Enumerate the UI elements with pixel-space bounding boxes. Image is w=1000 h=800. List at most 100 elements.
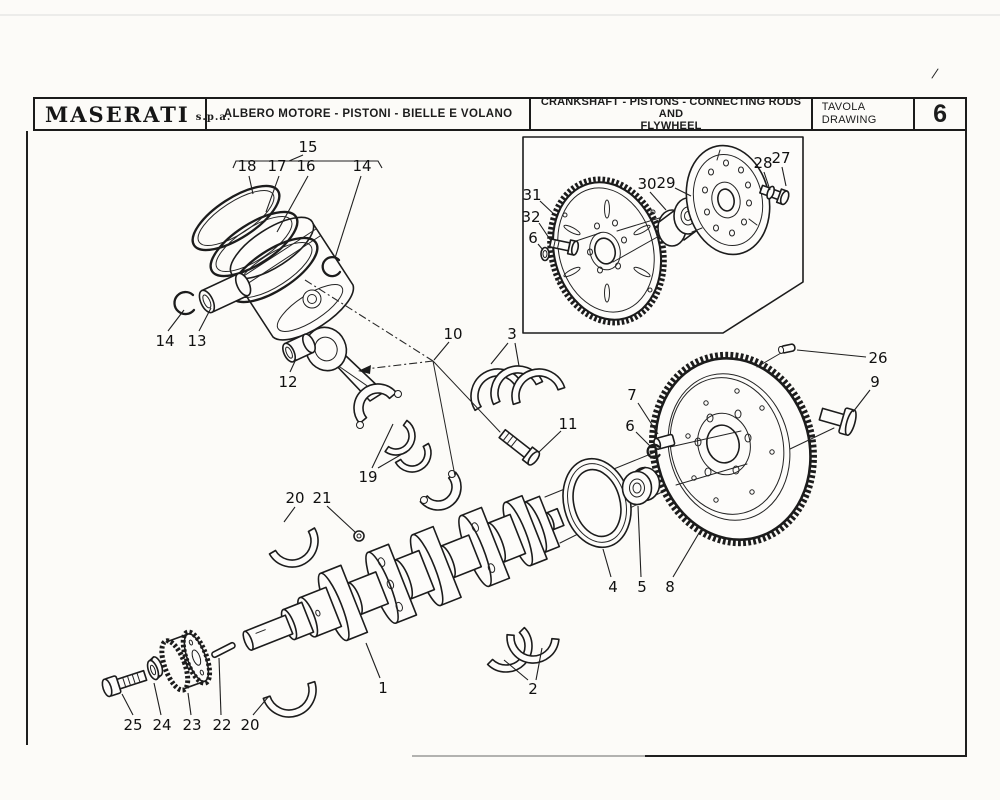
callout-leader xyxy=(538,430,562,453)
part-number-label: 9 xyxy=(870,373,880,391)
callout-leader xyxy=(326,505,356,533)
flywheel-bolt xyxy=(818,407,857,436)
part-number-label: 19 xyxy=(358,468,377,486)
callout-fan xyxy=(304,279,501,477)
part-number-label: 28 xyxy=(753,154,772,172)
callout-leader xyxy=(503,659,529,681)
callout-leader xyxy=(218,657,222,716)
callout-leader xyxy=(153,682,162,716)
main-bearing-shell-upper xyxy=(268,527,319,568)
callout-leader xyxy=(538,222,552,242)
callout-leader xyxy=(377,449,410,469)
callout-leader xyxy=(365,642,381,679)
part-number-label: 29 xyxy=(656,174,675,192)
title-block: MASERATI s.p.a. ALBERO MOTORE - PISTONI … xyxy=(33,96,967,132)
callout-leader xyxy=(539,200,558,218)
part-number-label: 23 xyxy=(182,716,201,734)
callout-leader xyxy=(674,187,692,197)
title-english-line2: FLYWHEEL xyxy=(640,120,702,132)
connecting-rod xyxy=(304,326,402,429)
small-end-bush xyxy=(282,333,316,363)
callout-leader xyxy=(248,175,254,195)
callout-leader xyxy=(649,191,667,211)
inset-axis-line xyxy=(616,215,667,232)
part-number-label: 1 xyxy=(378,679,388,697)
flywheel xyxy=(649,351,817,547)
wrist-pin xyxy=(198,272,252,314)
part-number-label: 6 xyxy=(528,229,538,247)
part-number-label: 25 xyxy=(123,716,142,734)
callout-leader xyxy=(781,166,787,187)
part-number-label: 17 xyxy=(267,157,286,175)
callout-leader xyxy=(121,693,134,716)
gear-washer xyxy=(146,656,164,681)
callout-leader xyxy=(187,692,192,716)
callout-leader xyxy=(276,175,309,233)
title-english: CRANKSHAFT - PISTONS - CONNECTING RODS A… xyxy=(529,96,811,132)
part-number-label: 30 xyxy=(637,175,656,193)
callout-leader xyxy=(537,243,544,251)
title-english-line1: CRANKSHAFT - PISTONS - CONNECTING RODS A… xyxy=(540,96,802,120)
part-number-label: 12 xyxy=(278,373,297,391)
thrust-half-rings xyxy=(470,365,566,412)
main-bearing-shell-pair-right xyxy=(506,633,560,664)
brand-cell: MASERATI s.p.a. xyxy=(35,99,230,129)
brand-logo: MASERATI xyxy=(45,101,190,127)
brand-suffix: s.p.a. xyxy=(195,112,232,123)
retaining-ring xyxy=(646,443,661,459)
gear-bolt xyxy=(101,669,148,698)
part-number-label: 14 xyxy=(155,332,174,350)
part-number-label: 5 xyxy=(637,578,647,596)
callout-leader xyxy=(288,154,304,162)
woodruff-key xyxy=(211,641,236,659)
axis-line xyxy=(789,427,835,450)
callout-leader xyxy=(167,309,185,332)
callout-leader xyxy=(852,389,871,413)
part-number-label: 3 xyxy=(507,325,517,343)
callout-leader xyxy=(535,647,543,681)
crank-plug-hole xyxy=(356,533,362,539)
ring-gear-dowel xyxy=(777,343,796,354)
part-number-label: 15 xyxy=(298,138,317,156)
callout-leader xyxy=(490,342,509,365)
axis-line xyxy=(756,352,782,368)
callout-leader xyxy=(763,171,771,191)
callout-leader xyxy=(289,358,297,373)
part-number-label: 4 xyxy=(608,578,618,596)
part-number-label: 26 xyxy=(868,349,887,367)
callout-leader xyxy=(334,175,362,259)
part-number-label: 31 xyxy=(522,186,541,204)
rod-cap xyxy=(419,471,462,511)
callout-leader xyxy=(637,505,642,578)
inset-bolt xyxy=(548,238,580,256)
part-number-label: 21 xyxy=(312,489,331,507)
part-number-label: 20 xyxy=(285,489,304,507)
main-bearing-shell-lower xyxy=(262,680,317,718)
callout-leader xyxy=(265,175,280,213)
callout-leader xyxy=(672,532,700,578)
part-number-label: 18 xyxy=(237,157,256,175)
rod-bolt xyxy=(498,428,541,466)
circlip-left xyxy=(173,290,196,316)
part-number-label: 13 xyxy=(187,332,206,350)
callout-leader xyxy=(602,548,612,578)
rod-bearing-shells xyxy=(384,419,432,473)
part-number-label: 32 xyxy=(521,208,540,226)
part-number-label: 24 xyxy=(152,716,171,734)
callout-leader xyxy=(232,160,383,169)
crankshaft xyxy=(242,494,565,651)
timing-gear xyxy=(159,629,213,693)
pilot-bearing xyxy=(621,466,661,506)
callout-leader xyxy=(514,342,520,367)
callout-leader xyxy=(283,506,296,523)
callout-leader xyxy=(252,695,270,716)
rod-cap-bolt-hole xyxy=(420,496,428,504)
part-number-label: 11 xyxy=(558,415,577,433)
inset-plate-bolt xyxy=(759,184,790,206)
plate-label-line1: TAVOLA xyxy=(821,101,866,113)
part-number-label: 16 xyxy=(296,157,315,175)
callout-leader xyxy=(635,431,651,447)
plate-label-line2: DRAWING xyxy=(821,114,877,126)
part-number-label: 27 xyxy=(771,149,790,167)
